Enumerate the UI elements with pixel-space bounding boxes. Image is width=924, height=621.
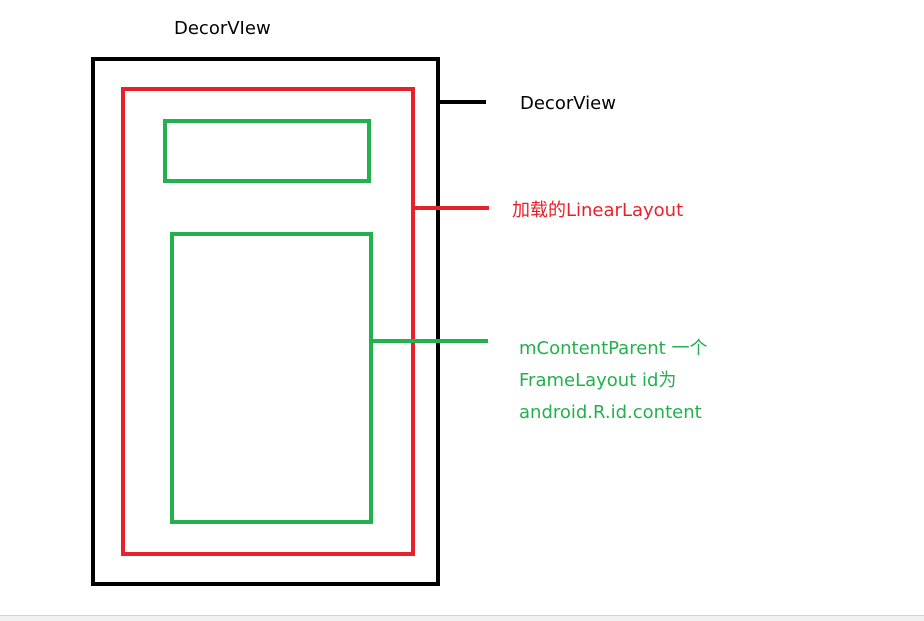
decor-view-leader-line: [440, 100, 486, 104]
decor-view-label: DecorView: [520, 93, 616, 114]
content-parent-label-line-2: FrameLayout id为: [519, 370, 677, 391]
bottom-scrollbar-strip: [0, 615, 924, 621]
linear-layout-leader-line: [415, 206, 489, 210]
diagram-title: DecorVIew: [174, 18, 271, 39]
content-parent-leader-line: [373, 339, 488, 343]
linear-layout-box: [121, 87, 415, 556]
title-area-box: [163, 119, 371, 183]
content-parent-label-line-1: mContentParent 一个: [519, 338, 708, 359]
content-parent-box: [170, 232, 373, 524]
decor-view-box: [91, 57, 440, 586]
content-parent-label: mContentParent 一个 FrameLayout id为 androi…: [519, 333, 707, 429]
content-parent-label-line-3: android.R.id.content: [519, 402, 702, 423]
linear-layout-label: 加载的LinearLayout: [512, 200, 684, 221]
